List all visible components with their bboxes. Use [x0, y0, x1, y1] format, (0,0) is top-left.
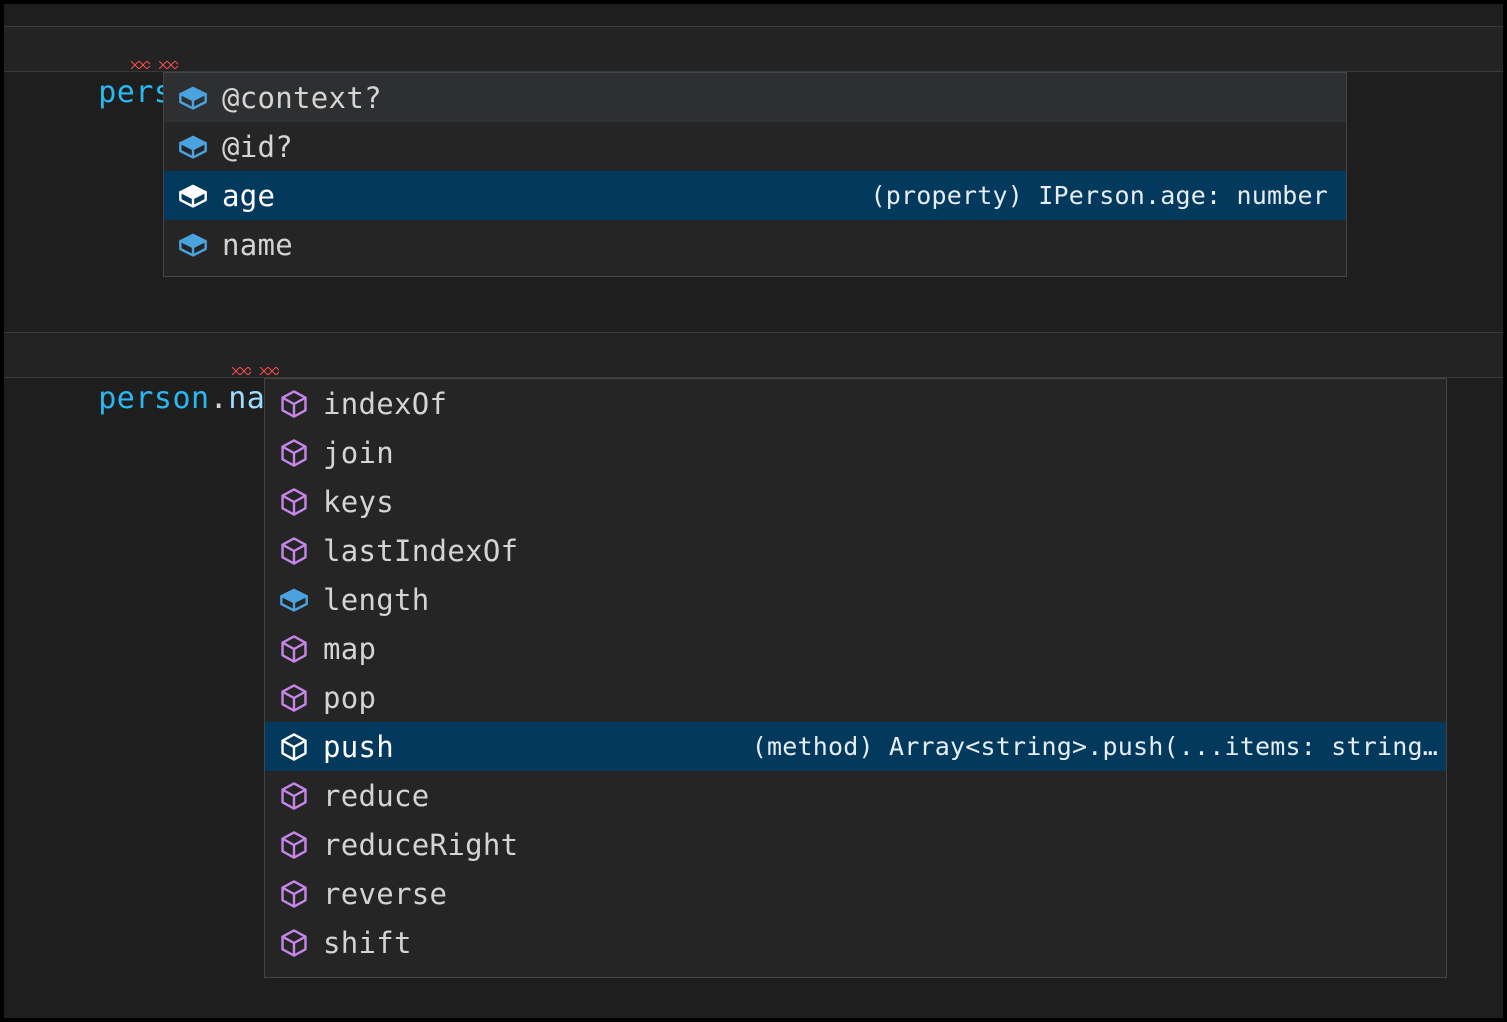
- property-cube-icon: [176, 81, 210, 115]
- suggest-item-label: length: [323, 582, 430, 617]
- property-cube-icon: [176, 179, 210, 213]
- error-squiggle: [232, 367, 251, 375]
- property-cube-icon: [176, 228, 210, 262]
- method-cube-icon: [277, 387, 311, 421]
- method-cube-icon: [277, 681, 311, 715]
- suggest-item-label: @context?: [222, 80, 382, 115]
- method-cube-icon: [277, 877, 311, 911]
- method-cube-icon: [277, 828, 311, 862]
- suggest-item-label: name: [222, 227, 294, 262]
- suggest-item-label: shift: [323, 925, 412, 960]
- suggest-item-detail: (property) IPerson.age: number: [870, 181, 1328, 210]
- suggest-item-label: push: [323, 729, 395, 764]
- suggest-item-label: indexOf: [323, 386, 448, 421]
- suggest-item-label: reduceRight: [323, 827, 519, 862]
- suggest-item-id[interactable]: @id?: [164, 122, 1346, 171]
- suggest-item-age[interactable]: age (property) IPerson.age: number: [164, 171, 1346, 220]
- suggest-item-pop[interactable]: pop: [265, 673, 1446, 722]
- suggest-widget-person-members[interactable]: @context? @id? age (property) IPerson.age: …: [163, 72, 1347, 277]
- property-cube-icon: [277, 583, 311, 617]
- method-cube-icon: [277, 534, 311, 568]
- suggest-item-label: join: [323, 435, 395, 470]
- suggest-item-keys[interactable]: keys: [265, 477, 1446, 526]
- property-cube-icon: [176, 130, 210, 164]
- suggest-item-length[interactable]: length: [265, 575, 1446, 624]
- method-cube-icon: [277, 485, 311, 519]
- error-squiggle: [260, 367, 279, 375]
- method-cube-icon: [277, 926, 311, 960]
- method-cube-icon: [277, 730, 311, 764]
- suggest-item-indexof[interactable]: indexOf: [265, 379, 1446, 428]
- suggest-item-map[interactable]: map: [265, 624, 1446, 673]
- code-line-2[interactable]: person.name.;: [4, 332, 1503, 416]
- suggest-item-name[interactable]: name: [164, 220, 1346, 269]
- suggest-item-label: age: [222, 178, 276, 213]
- code-editor-surface: person.; @context? @id? age (property) IPer…: [4, 4, 1503, 1018]
- suggest-item-shift[interactable]: shift: [265, 918, 1446, 967]
- code-token-variable: person: [98, 381, 210, 416]
- code-line-1[interactable]: person.;: [4, 26, 1503, 110]
- suggest-item-reduceright[interactable]: reduceRight: [265, 820, 1446, 869]
- suggest-item-label: reverse: [323, 876, 448, 911]
- suggest-item-label: pop: [323, 680, 377, 715]
- suggest-item-label: @id?: [222, 129, 294, 164]
- method-cube-icon: [277, 779, 311, 813]
- suggest-item-push[interactable]: push (method) Array<string>.push(...items…: [265, 722, 1446, 771]
- method-cube-icon: [277, 436, 311, 470]
- suggest-item-detail: (method) Array<string>.push(...items: st…: [751, 732, 1438, 761]
- suggest-item-label: map: [323, 631, 377, 666]
- suggest-item-context[interactable]: @context?: [164, 73, 1346, 122]
- suggest-item-lastindexof[interactable]: lastIndexOf: [265, 526, 1446, 575]
- suggest-item-join[interactable]: join: [265, 428, 1446, 477]
- suggest-item-reduce[interactable]: reduce: [265, 771, 1446, 820]
- method-cube-icon: [277, 632, 311, 666]
- suggest-item-label: reduce: [323, 778, 430, 813]
- code-token-dot: .: [209, 381, 229, 416]
- suggest-item-reverse[interactable]: reverse: [265, 869, 1446, 918]
- error-squiggle: [159, 61, 178, 69]
- suggest-item-label: keys: [323, 484, 395, 519]
- suggest-widget-string-array-members[interactable]: indexOf join keys lastIndexOf length map pop pu…: [264, 378, 1447, 978]
- suggest-item-label: lastIndexOf: [323, 533, 519, 568]
- error-squiggle: [131, 61, 150, 69]
